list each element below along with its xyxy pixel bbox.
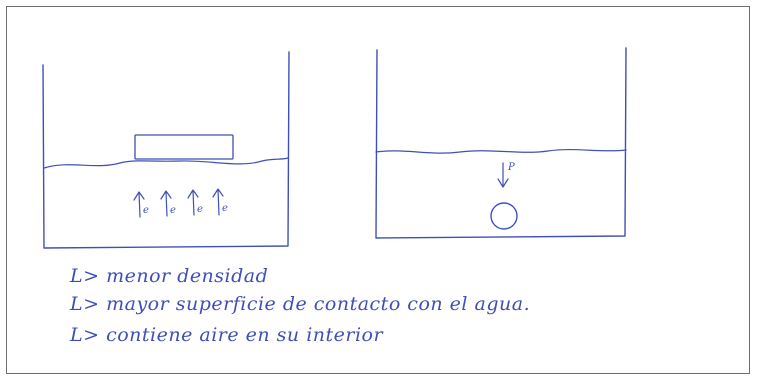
sinking-ball	[490, 202, 518, 230]
note-bullet-2: L>	[70, 293, 100, 315]
note-text-2: mayor superficie de contacto con el agua…	[106, 293, 531, 315]
right-container: P	[375, 47, 627, 239]
upward-arrow-label-3: e	[197, 204, 203, 215]
right-water-surface	[375, 149, 627, 154]
note-bullet-1: L>	[70, 265, 100, 287]
upward-arrow-3: e	[187, 189, 203, 216]
upward-arrows: e e e e	[133, 188, 228, 218]
left-container-walls	[42, 51, 290, 249]
right-container-walls	[375, 47, 627, 239]
note-bullet-3: L>	[70, 324, 100, 346]
upward-arrow-2: e	[160, 190, 176, 217]
upward-arrow-label-1: e	[143, 205, 149, 216]
floating-block	[134, 134, 234, 160]
left-container	[42, 51, 290, 249]
note-line-3: L> contiene aire en su interior	[70, 324, 383, 346]
note-text-3: contiene aire en su interior	[106, 324, 384, 346]
note-text-1: menor densidad	[106, 265, 269, 287]
note-line-1: L> menor densidad	[70, 265, 268, 287]
upward-arrow-label-4: e	[222, 203, 228, 214]
left-water-surface	[43, 157, 289, 169]
note-line-2: L> mayor superficie de contacto con el a…	[70, 293, 530, 315]
weight-arrow-label: P	[507, 162, 515, 173]
upward-arrow-4: e	[212, 188, 228, 216]
upward-arrow-label-2: e	[170, 205, 176, 216]
weight-arrow: P	[497, 162, 515, 188]
upward-arrow-1: e	[133, 191, 149, 218]
